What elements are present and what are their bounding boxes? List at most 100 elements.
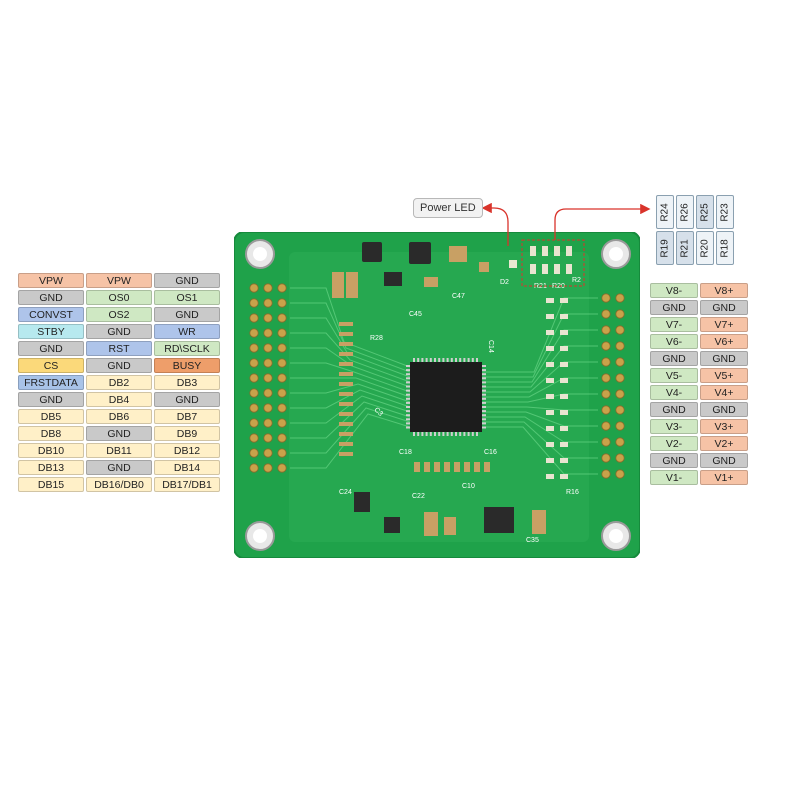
label-c16: C16 — [484, 449, 497, 456]
chip-pin — [421, 432, 424, 436]
chip-pin — [406, 377, 410, 380]
chip-pin — [482, 406, 486, 408]
left-header-pin: DB12 — [154, 443, 220, 458]
smd-resistor — [560, 442, 568, 447]
power-led-callout: Power LED — [413, 198, 483, 218]
chip-pin — [425, 432, 428, 436]
left-header-pin: DB5 — [18, 409, 84, 424]
right-header-pin: V4+ — [700, 385, 748, 400]
left-header-pad — [277, 433, 287, 443]
chip-pin — [482, 381, 486, 384]
trace — [482, 313, 598, 378]
right-header-pin: V3+ — [700, 419, 748, 434]
left-header-pin: OS2 — [86, 307, 152, 322]
left-header-pin: DB8 — [18, 426, 84, 441]
chip-pin — [438, 358, 441, 362]
label-c35: C35 — [526, 537, 539, 544]
right-header-pad — [601, 405, 611, 415]
right-header-pin: GND — [700, 402, 748, 417]
left-header-pad — [249, 373, 259, 383]
smd-resistor — [546, 330, 554, 335]
right-header-pad — [615, 421, 625, 431]
right-header-pin: GND — [700, 300, 748, 315]
chip-pin — [413, 432, 415, 436]
chip-pin — [406, 426, 410, 429]
smd-resistor — [546, 458, 554, 463]
right-header-pad — [601, 357, 611, 367]
chip-pin — [413, 358, 415, 362]
left-header-pin: CONVST — [18, 307, 84, 322]
smd-resistor — [530, 264, 536, 274]
right-header-pad — [615, 469, 625, 479]
bottom-components — [354, 492, 546, 536]
right-header-pin: V6- — [650, 334, 698, 349]
right-header-pin: GND — [650, 351, 698, 366]
trace — [290, 383, 411, 403]
label-c18: C18 — [399, 449, 412, 456]
smd-capacitor — [424, 462, 430, 472]
smd-resistor — [560, 362, 568, 367]
smd-capacitor-array — [339, 322, 490, 472]
trace — [290, 407, 411, 454]
left-header-pin: GND — [86, 324, 152, 339]
pcb-board: C47 C45 C14 R28 C18 C16 C10 C24 C22 C35 … — [234, 232, 640, 558]
right-header-pin: GND — [700, 351, 748, 366]
smd-capacitor — [444, 462, 450, 472]
left-header-pad — [277, 463, 287, 473]
right-header-pin: GND — [650, 453, 698, 468]
right-header-pin: V3- — [650, 419, 698, 434]
left-header-pin: GND — [86, 426, 152, 441]
right-header-pad — [601, 469, 611, 479]
left-header-pin: DB17/DB1 — [154, 477, 220, 492]
trace — [482, 411, 598, 427]
left-header-pin: DB4 — [86, 392, 152, 407]
right-header-pad — [601, 309, 611, 319]
left-header-pin: DB9 — [154, 426, 220, 441]
chip-pin — [442, 358, 445, 362]
trace — [290, 401, 411, 439]
chip-pin — [482, 426, 486, 429]
left-header-pad — [277, 343, 287, 353]
smd-capacitor — [339, 322, 353, 326]
left-header-pad — [277, 448, 287, 458]
right-header-pad — [601, 421, 611, 431]
chip-pin — [482, 418, 486, 421]
left-header-pad — [277, 313, 287, 323]
chip-pin — [467, 358, 470, 362]
left-header-pad — [277, 283, 287, 293]
left-header-pad — [263, 343, 273, 353]
chip-pin — [455, 358, 457, 362]
left-header-pin: VPW — [18, 273, 84, 288]
left-header-pad — [263, 358, 273, 368]
smd-resistor — [554, 246, 560, 256]
left-header-pin: DB3 — [154, 375, 220, 390]
smd-capacitor — [339, 392, 353, 396]
chip-pin — [406, 418, 410, 421]
smd-capacitor — [339, 352, 353, 356]
left-header-pin: VPW — [86, 273, 152, 288]
left-header-pad — [263, 463, 273, 473]
trace — [290, 302, 411, 373]
resistor-r25: R25 — [696, 195, 714, 229]
trace — [482, 377, 598, 398]
smd-capacitor — [339, 452, 353, 456]
chip-pin — [406, 369, 410, 372]
smd-capacitor — [339, 442, 353, 446]
label-r28: R28 — [370, 335, 383, 342]
smd-resistor — [566, 264, 572, 274]
left-header-pin: GND — [154, 307, 220, 322]
smd-capacitor — [339, 382, 353, 386]
left-header-pad — [263, 448, 273, 458]
left-header-pad — [277, 388, 287, 398]
smd-capacitor — [414, 462, 420, 472]
smd-resistor — [546, 474, 554, 479]
trace — [482, 406, 598, 411]
smd-capacitor — [454, 462, 460, 472]
left-header-pad — [249, 448, 259, 458]
chip-pin — [406, 393, 410, 396]
chip-pin — [425, 358, 428, 362]
label-d2: D2 — [500, 279, 509, 286]
chip-pin — [406, 422, 410, 425]
label-c14: C14 — [487, 340, 494, 353]
left-header-pad — [249, 463, 259, 473]
